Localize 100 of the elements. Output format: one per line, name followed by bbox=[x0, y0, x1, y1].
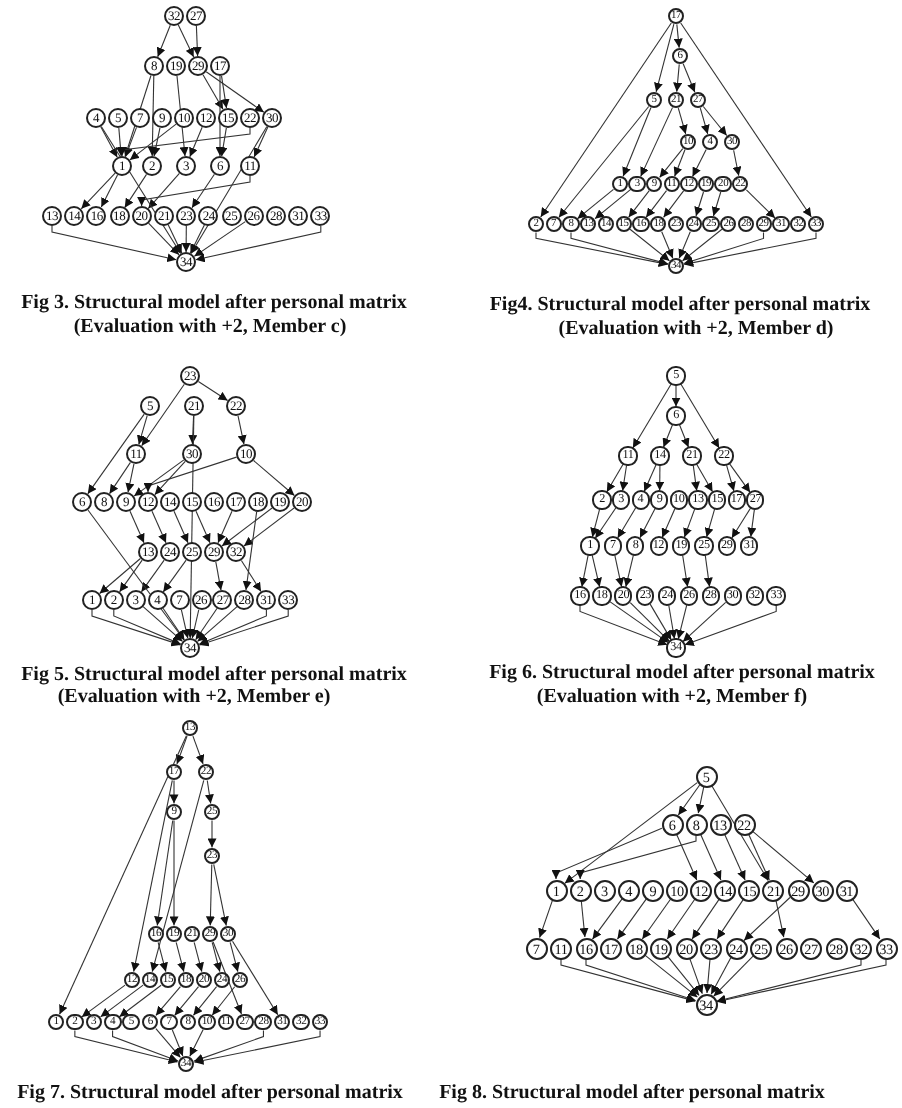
arrow bbox=[676, 604, 688, 640]
arrow bbox=[667, 956, 700, 996]
arrow bbox=[112, 1030, 179, 1063]
arrow bbox=[731, 507, 752, 539]
figure-caption: Fig 3. Structural model after personal matrix bbox=[21, 292, 407, 316]
arrow bbox=[748, 833, 770, 881]
arrow bbox=[666, 898, 696, 940]
figure-caption: (Evaluation with +2, Member d) bbox=[558, 318, 834, 342]
arrow bbox=[231, 940, 279, 1016]
arrow bbox=[671, 384, 681, 408]
arrow bbox=[211, 941, 222, 973]
arrow bbox=[639, 507, 656, 539]
arrow bbox=[728, 463, 751, 493]
arrow bbox=[608, 600, 669, 644]
arrow bbox=[535, 231, 669, 268]
arrow bbox=[142, 606, 184, 642]
arrow bbox=[585, 958, 697, 1003]
arrow bbox=[661, 508, 676, 538]
arrow bbox=[683, 231, 817, 268]
arrow bbox=[677, 107, 688, 135]
arrow bbox=[229, 941, 240, 973]
arrow bbox=[680, 383, 720, 449]
arrow bbox=[74, 1030, 179, 1065]
arrow bbox=[162, 607, 185, 641]
arrow bbox=[538, 899, 553, 939]
arrow bbox=[564, 782, 698, 884]
arrow bbox=[192, 735, 205, 765]
arrow bbox=[100, 126, 118, 158]
arrow bbox=[641, 898, 672, 940]
arrow bbox=[191, 173, 215, 209]
arrow bbox=[632, 383, 672, 449]
arrow bbox=[711, 784, 769, 882]
arrow bbox=[662, 424, 674, 448]
figure-caption: Fig 5. Structural model after personal matrix bbox=[21, 664, 407, 688]
arrow bbox=[137, 175, 251, 207]
arrow bbox=[124, 126, 138, 158]
arrow bbox=[629, 228, 670, 262]
arrow bbox=[175, 735, 188, 765]
arrow bbox=[579, 554, 589, 588]
arrow bbox=[196, 606, 238, 642]
arrow bbox=[747, 508, 757, 538]
arrow bbox=[643, 464, 657, 492]
arrow bbox=[649, 603, 672, 641]
arrow bbox=[189, 609, 200, 639]
arrow bbox=[560, 958, 696, 1004]
arrow bbox=[113, 609, 182, 645]
arrow bbox=[211, 986, 236, 1016]
arrow bbox=[726, 464, 736, 492]
arrow bbox=[198, 609, 289, 647]
arrow bbox=[174, 986, 200, 1016]
arrow bbox=[129, 123, 177, 161]
arrow bbox=[81, 984, 126, 1018]
arrow bbox=[675, 833, 698, 881]
arrow bbox=[253, 126, 269, 158]
arrow bbox=[540, 22, 672, 218]
arrow bbox=[173, 510, 189, 544]
arrow bbox=[694, 191, 705, 217]
arrow bbox=[622, 107, 652, 177]
arrow bbox=[207, 820, 217, 848]
arrow bbox=[143, 456, 238, 493]
arrow bbox=[148, 222, 180, 256]
arrow bbox=[214, 561, 224, 591]
arrow bbox=[181, 225, 191, 253]
figure-caption: Fig 7. Structural model after personal matrix bbox=[17, 1082, 403, 1106]
arrow bbox=[681, 554, 691, 588]
arrow bbox=[185, 415, 195, 639]
arrow bbox=[570, 231, 669, 266]
arrow bbox=[704, 508, 716, 538]
arrow bbox=[100, 125, 182, 255]
arrow bbox=[692, 148, 707, 178]
arrow bbox=[655, 464, 665, 492]
arrow bbox=[673, 149, 686, 177]
arrow bbox=[147, 172, 180, 210]
arrow bbox=[732, 149, 742, 177]
arrow bbox=[695, 786, 705, 814]
figure-caption: (Evaluation with +2, Member e) bbox=[57, 686, 331, 710]
arrow bbox=[197, 380, 229, 402]
arrow bbox=[169, 780, 179, 804]
arrow bbox=[645, 190, 668, 218]
arrow bbox=[117, 127, 251, 157]
arrow bbox=[623, 554, 634, 588]
arrow bbox=[683, 231, 765, 266]
arrow bbox=[629, 602, 670, 642]
arrow bbox=[189, 1029, 204, 1057]
arrow bbox=[177, 24, 195, 58]
arrow bbox=[703, 958, 713, 994]
arrow bbox=[243, 507, 295, 547]
arrow bbox=[133, 459, 185, 497]
arrow bbox=[699, 833, 722, 881]
arrow bbox=[192, 986, 218, 1016]
arrow bbox=[80, 172, 116, 210]
arrow bbox=[119, 559, 143, 593]
arrow bbox=[576, 188, 615, 220]
arrow bbox=[684, 604, 777, 646]
arrow bbox=[213, 863, 229, 927]
arrow bbox=[713, 955, 754, 997]
arrow bbox=[193, 1030, 321, 1065]
arrow bbox=[175, 941, 186, 973]
arrow bbox=[242, 511, 258, 591]
arrow bbox=[668, 604, 678, 640]
